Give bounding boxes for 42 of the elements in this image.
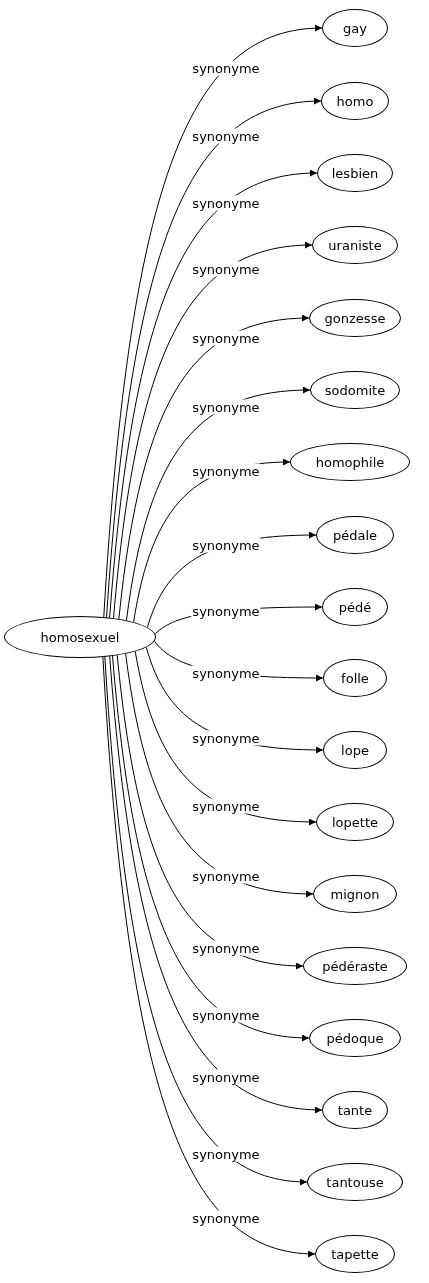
word-ellipse: lope [323, 731, 387, 769]
edge-label: synonyme [191, 128, 261, 144]
word-ellipse: uraniste [312, 226, 398, 264]
word-ellipse: homo [321, 82, 389, 120]
edge-label: synonyme [191, 399, 261, 415]
word-ellipse: tante [322, 1091, 388, 1129]
word-ellipse: lopette [316, 803, 394, 841]
word-ellipse: sodomite [310, 371, 400, 409]
word-ellipse: folle [323, 659, 387, 697]
word-ellipse: gonzesse [309, 299, 401, 337]
arrow [102, 656, 316, 1257]
edge-label: synonyme [191, 537, 261, 553]
word-ellipse: homophile [290, 443, 410, 481]
arrow [116, 654, 304, 970]
edge-label: synonyme [191, 1146, 261, 1162]
word-ellipse: lesbien [317, 154, 393, 192]
edge-label: synonyme [191, 60, 261, 76]
edge-label: synonyme [191, 868, 261, 883]
arrow [125, 386, 311, 621]
word-ellipse: gay [322, 9, 388, 47]
edge-label: synonyme [191, 330, 261, 346]
edge-label: synonyme [191, 463, 261, 479]
word-ellipse: tantouse [307, 1163, 403, 1201]
arrow [125, 653, 314, 898]
arrow [104, 656, 308, 1185]
edge-label: synonyme [191, 1210, 261, 1226]
word-ellipse: homosexuel [4, 616, 156, 658]
word-ellipse: pédé [322, 588, 388, 626]
word-ellipse: mignon [313, 875, 397, 913]
edge-label: synonyme [191, 798, 261, 814]
edge-label: synonyme [191, 940, 261, 956]
word-ellipse: tapette [315, 1235, 395, 1273]
edge-label: synonyme [191, 195, 261, 211]
edge-label: synonyme [191, 261, 261, 277]
word-ellipse: pédale [316, 516, 394, 554]
edge-label: synonyme [191, 1069, 261, 1085]
edge-label: synonyme [191, 730, 261, 746]
word-ellipse: pédéraste [303, 947, 407, 985]
edge-label: synonyme [191, 1007, 261, 1023]
word-ellipse: pédoque [309, 1019, 401, 1057]
arrow [118, 314, 310, 620]
edge-label: synonyme [191, 665, 261, 681]
